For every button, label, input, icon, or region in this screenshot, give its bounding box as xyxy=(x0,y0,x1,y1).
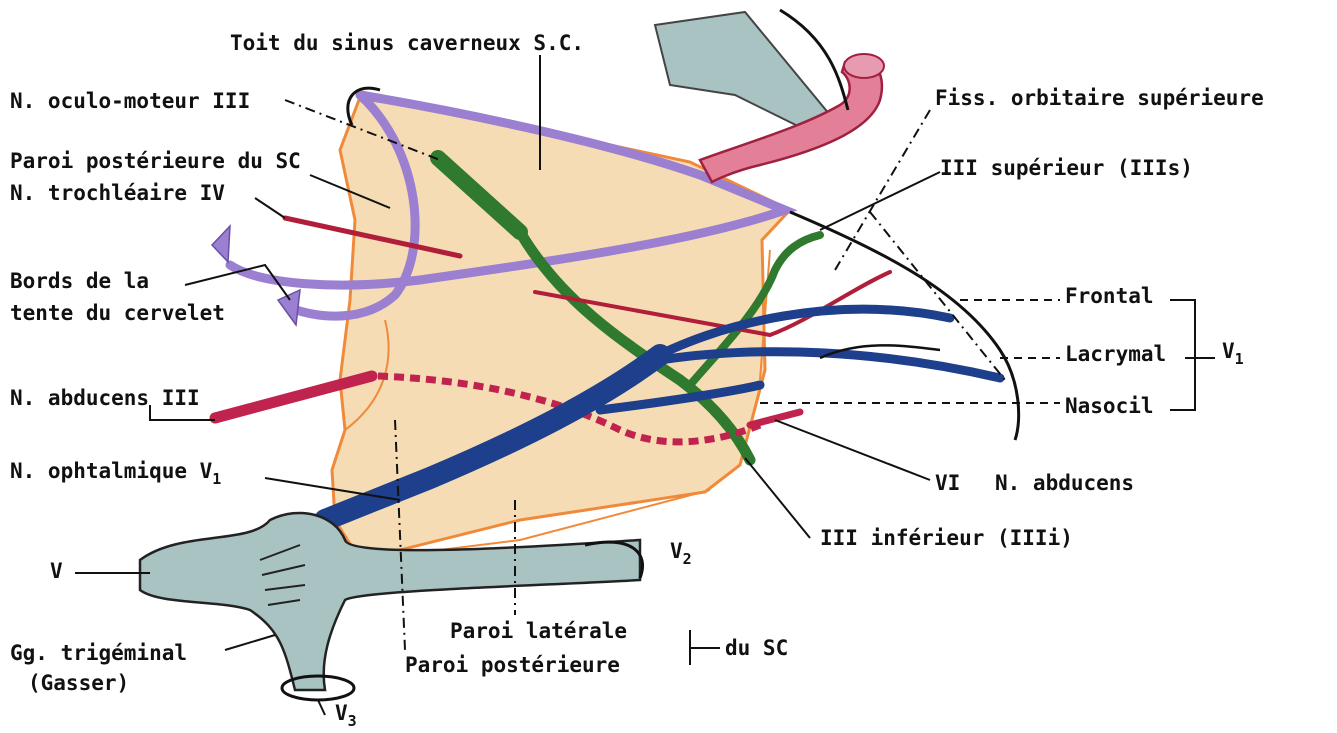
tentorium-arrow-2 xyxy=(278,290,300,325)
label-bords-1: Bords de la xyxy=(10,269,149,293)
label-nasocil: Nasocil xyxy=(1065,394,1154,418)
label-paroi-laterale: Paroi latérale xyxy=(450,619,627,643)
abducens-nerve-distal xyxy=(750,412,800,425)
label-trochleaire: N. trochléaire IV xyxy=(10,181,225,205)
label-gasser: (Gasser) xyxy=(28,671,129,695)
label-v: V xyxy=(50,559,63,583)
label-iii-inferieur: III inférieur (IIIi) xyxy=(820,526,1073,550)
label-fiss-orbitaire: Fiss. orbitaire supérieure xyxy=(935,86,1264,110)
orbit-curve xyxy=(790,212,1019,440)
carotid-lumen xyxy=(844,54,884,78)
label-lacrymal: Lacrymal xyxy=(1065,342,1166,366)
label-v3: V3 xyxy=(335,701,357,730)
label-vi: VI xyxy=(935,471,960,495)
label-v2: V2 xyxy=(670,539,692,568)
stump-top xyxy=(655,12,830,132)
label-n-abducens: N. abducens xyxy=(995,471,1134,495)
label-toit: Toit du sinus caverneux S.C. xyxy=(230,31,584,55)
label-abducens-iii: N. abducens III xyxy=(10,386,200,410)
label-iii-superieur: III supérieur (IIIs) xyxy=(940,156,1193,180)
label-v1: V1 xyxy=(1222,339,1244,368)
label-gg-trigeminal: Gg. trigéminal xyxy=(10,641,187,665)
label-frontal: Frontal xyxy=(1065,284,1154,308)
label-paroi-posterieure-sc: Paroi postérieure du SC xyxy=(10,149,301,173)
label-oculomoteur: N. oculo-moteur III xyxy=(10,89,250,113)
label-paroi-posterieure: Paroi postérieure xyxy=(405,653,620,677)
label-bords-2: tente du cervelet xyxy=(10,301,225,325)
label-du-sc: du SC xyxy=(725,636,788,660)
tentorium-arrow-1 xyxy=(212,226,230,262)
label-ophtalmique: N. ophtalmique V1 xyxy=(10,459,221,488)
